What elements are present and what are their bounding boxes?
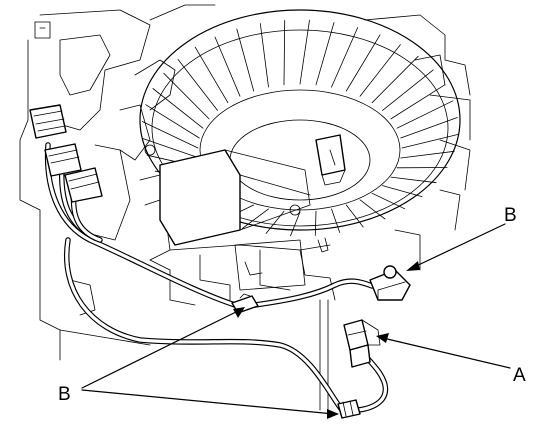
callout-b-upper: B — [504, 205, 517, 226]
clip-b-right — [369, 265, 411, 301]
fin-line — [152, 88, 204, 129]
fin-line — [315, 22, 335, 86]
fin-line — [331, 208, 341, 233]
fin-line — [371, 192, 406, 210]
fin-line — [142, 138, 200, 159]
fin-line — [382, 185, 423, 198]
connector-a — [343, 319, 381, 368]
fin-line — [359, 44, 401, 97]
fin-line — [177, 59, 218, 111]
callout-a: A — [513, 365, 526, 386]
fin-line — [145, 104, 200, 139]
fin-line — [331, 27, 359, 88]
harness-connectors-left — [29, 104, 103, 203]
fin-line — [390, 176, 437, 184]
clip-b-lower — [337, 399, 361, 419]
fin-line — [400, 150, 455, 159]
blower-motor — [139, 9, 461, 291]
fin-line — [283, 20, 286, 86]
arrowhead-b-upper — [406, 261, 420, 271]
callout-b-lower: B — [58, 384, 71, 405]
fin-line — [299, 19, 310, 85]
fin-line — [371, 55, 419, 104]
arrowhead-b-lower — [327, 409, 339, 419]
leader-lines — [81, 223, 511, 419]
fin-line — [259, 23, 269, 88]
fin-line — [314, 210, 317, 236]
fin-line — [241, 208, 269, 229]
fin-line — [163, 72, 210, 120]
fin-line — [359, 199, 386, 220]
fin-line — [390, 84, 446, 120]
arrowhead-b-center — [233, 307, 245, 318]
fin-line — [401, 134, 459, 149]
fin-line — [236, 28, 255, 92]
fin-line — [345, 204, 364, 228]
fin-line — [141, 121, 199, 149]
fin-line — [265, 210, 285, 234]
fin-line — [194, 46, 229, 104]
fin-line — [290, 211, 301, 237]
fin-line — [345, 34, 381, 92]
arrowhead-a — [376, 333, 389, 343]
fin-line — [400, 117, 458, 139]
fin-line — [214, 36, 241, 97]
fin-line — [396, 100, 454, 129]
fin-line — [382, 69, 434, 111]
